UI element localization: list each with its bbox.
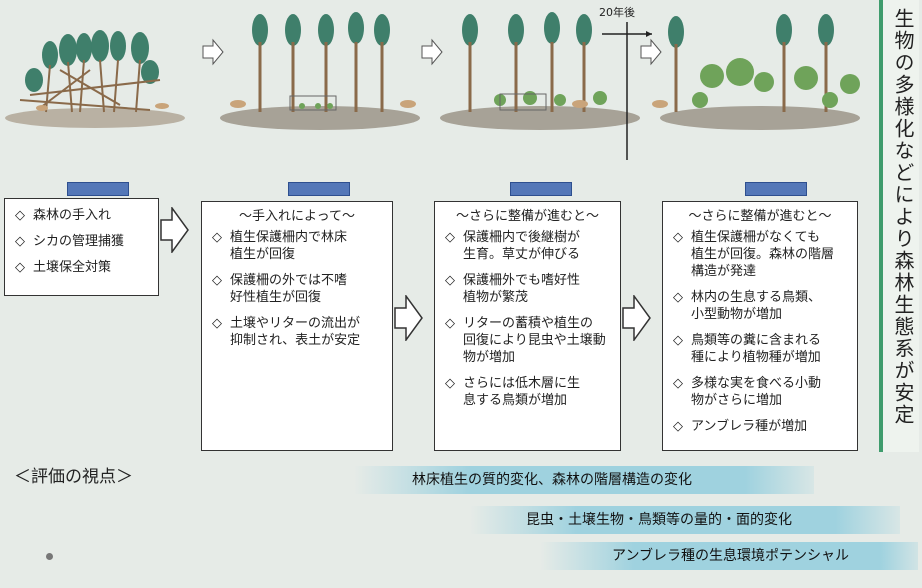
list-item: ◇鳥類等の糞に含まれる 種により植物種が増加 (673, 333, 822, 365)
diamond-icon: ◇ (445, 376, 455, 391)
box-heading: 〜さらに整備が進むと〜 (455, 209, 599, 224)
diamond-icon: ◇ (212, 230, 222, 245)
diamond-icon: ◇ (673, 230, 683, 245)
diamond-icon: ◇ (673, 290, 683, 305)
scene-panel-1 (5, 30, 185, 128)
diamond-icon: ◇ (15, 208, 25, 223)
diamond-icon: ◇ (673, 333, 683, 348)
diamond-icon: ◇ (445, 230, 455, 245)
stage-box-further-1: 〜さらに整備が進むと〜 ◇保護柵内で後継樹が 生育。草丈が伸びる ◇保護柵外でも… (434, 201, 621, 451)
list-item: ◇土壌やリターの流出が 抑制され、表土が安定 (212, 316, 361, 348)
list-item: ◇リターの蓄積や植生の 回復により昆虫や土壌動 物が増加 (445, 316, 606, 365)
time-label: 20年後 (599, 6, 635, 19)
flow-arrow-1 (160, 207, 189, 253)
list-item: ◇シカの管理捕獲 (15, 234, 125, 249)
connector-bar-1 (67, 182, 129, 196)
stage-box-maintenance: 〜手入れによって〜 ◇植生保護柵内で林床 植生が回復 ◇保護柵の外では不嗜 好性… (201, 201, 393, 451)
scene-panel-3 (440, 12, 640, 130)
evaluation-band-1: 林床植生の質的変化、森林の階層構造の変化 (354, 466, 814, 494)
list-item: ◇多様な実を食べる小動 物がさらに増加 (673, 376, 822, 408)
diamond-icon: ◇ (673, 419, 683, 434)
list-item: ◇林内の生息する鳥類、 小型動物が増加 (673, 290, 822, 322)
diamond-icon: ◇ (445, 273, 455, 288)
evaluation-band-2: 昆虫・土壌生物・鳥類等の量的・面的変化 (470, 506, 900, 534)
list-item: ◇植生保護柵がなくても 植生が回復。森林の階層 構造が発達 (673, 230, 835, 279)
diamond-icon: ◇ (15, 234, 25, 249)
list-item: ◇植生保護柵内で林床 植生が回復 (212, 230, 348, 262)
timeline-marker (602, 22, 652, 160)
box-heading: 〜さらに整備が進むと〜 (688, 209, 832, 224)
list-item: ◇さらには低木層に生 息する鳥類が増加 (445, 376, 581, 408)
box-heading: 〜手入れによって〜 (239, 209, 355, 224)
scene-panel-4 (652, 14, 860, 130)
diamond-icon: ◇ (15, 260, 25, 275)
scene-arrow-3 (640, 38, 662, 66)
connector-bar-2 (288, 182, 350, 196)
scene-arrow-1 (202, 38, 224, 66)
diamond-icon: ◇ (212, 316, 222, 331)
diamond-icon: ◇ (445, 316, 455, 331)
diamond-icon: ◇ (673, 376, 683, 391)
flow-arrow-3 (622, 295, 651, 341)
scene-panel-2 (220, 12, 420, 130)
list-item: ◇アンブレラ種が増加 (673, 419, 808, 434)
scene-arrow-2 (421, 38, 443, 66)
flow-arrow-2 (394, 295, 423, 341)
conclusion-text: 生物の多様化などにより森林生態系が安定 (891, 8, 915, 426)
evaluation-band-3: アンブレラ種の生息環境ポテンシャル (540, 542, 918, 570)
list-item: ◇保護柵外でも嗜好性 植物が繁茂 (445, 273, 581, 305)
diamond-icon: ◇ (212, 273, 222, 288)
bullet-dot (46, 553, 53, 560)
list-item: ◇森林の手入れ (15, 208, 112, 223)
conclusion-panel: 生物の多様化などにより森林生態系が安定 (879, 0, 919, 452)
stage-box-actions: ◇森林の手入れ ◇シカの管理捕獲 ◇土壌保全対策 (4, 198, 159, 296)
list-item: ◇保護柵の外では不嗜 好性植生が回復 (212, 273, 348, 305)
stage-box-further-2: 〜さらに整備が進むと〜 ◇植生保護柵がなくても 植生が回復。森林の階層 構造が発… (662, 201, 858, 451)
evaluation-title: ＜評価の視点＞ (14, 467, 133, 487)
connector-bar-4 (745, 182, 807, 196)
list-item: ◇保護柵内で後継樹が 生育。草丈が伸びる (445, 230, 581, 262)
list-item: ◇土壌保全対策 (15, 260, 112, 275)
connector-bar-3 (510, 182, 572, 196)
forest-scene-illustration (5, 12, 860, 160)
